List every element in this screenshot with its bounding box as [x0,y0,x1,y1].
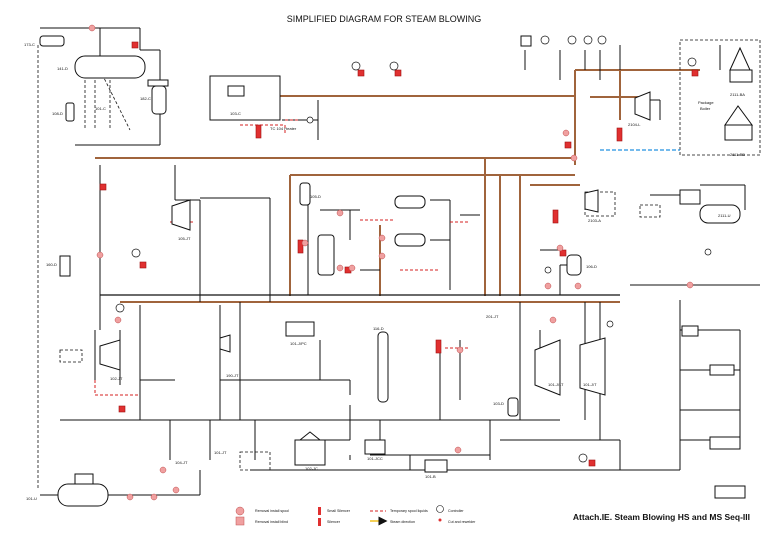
label-102jt: 102-JT [110,376,123,381]
label-182c: 182-C [140,96,151,101]
label-101b: 101-B [425,474,436,479]
label-101jpc: 101-J/PC [290,341,307,346]
label-pkg-1: Package [698,100,714,105]
label-101jt: 101-JT [214,450,227,455]
label-160d: 160-D [46,262,57,267]
legend-cut-weld: Cut and rewelder [448,520,476,524]
label-101jt2: 101-J/T [583,382,597,387]
diagram-title: SIMPLIFIED DIAGRAM FOR STEAM BLOWING [286,14,482,24]
label-2111u: 2111-U [718,213,731,218]
label-101jcc: 101-JCC [367,456,383,461]
legend-spool: Removal install spool [255,509,289,513]
equipment-labels: 173-C 141-D 108-D 101-C 182-C 105-JT 160… [24,42,745,501]
label-101u: 101-U [26,496,37,501]
label-106d: 106-D [586,264,597,269]
legend-controller: Controller [448,509,464,513]
label-108d: 108-D [52,111,63,116]
label-201jt: 201-JT [486,314,499,319]
instruments [115,35,712,463]
label-2104l: 2104-L [628,122,641,127]
steam-headers [95,69,700,303]
label-2111bb: 2111-BB [730,152,745,157]
temporary-lines [94,119,470,396]
label-101c: 101-C [95,106,106,111]
label-2103a: 2103-A [588,218,601,223]
label-105jt: 105-JT [178,236,191,241]
legend-direction: Steam direction [390,520,415,524]
label-101jlt: 101-J/LT [548,382,564,387]
label-116d: 116-D [373,326,384,331]
label-190jt: 190-JT [226,373,239,378]
label-141d: 141-D [57,66,68,71]
equipment-shapes [39,35,753,507]
legend-blank: Removal install blind [255,520,288,524]
label-2111ba: 2111-BA [730,92,745,97]
label-105d: 105-D [310,194,321,199]
label-pkg-2: Boiler [700,106,711,111]
legend: Removal install spool Removal install bl… [235,505,476,526]
dashed-boundaries [37,39,761,490]
silencers [99,41,699,467]
legend-silencer: Silencer [327,520,341,524]
label-tc: TC 104 Heater [270,126,297,131]
label-173c: 173-C [24,42,35,47]
label-104jt: 104-JT [175,460,188,465]
removal-spools [88,24,694,501]
legend-small-silencer: Small Silencer [327,509,351,513]
attachment-caption: Attach.IE. Steam Blowing HS and MS Seq-I… [572,512,750,522]
label-103d: 103-D [493,401,504,406]
label-102jc: 102-JC [305,466,318,471]
legend-temporary: Temporary spool liquids [390,509,428,513]
label-103c: 103-C [230,111,241,116]
